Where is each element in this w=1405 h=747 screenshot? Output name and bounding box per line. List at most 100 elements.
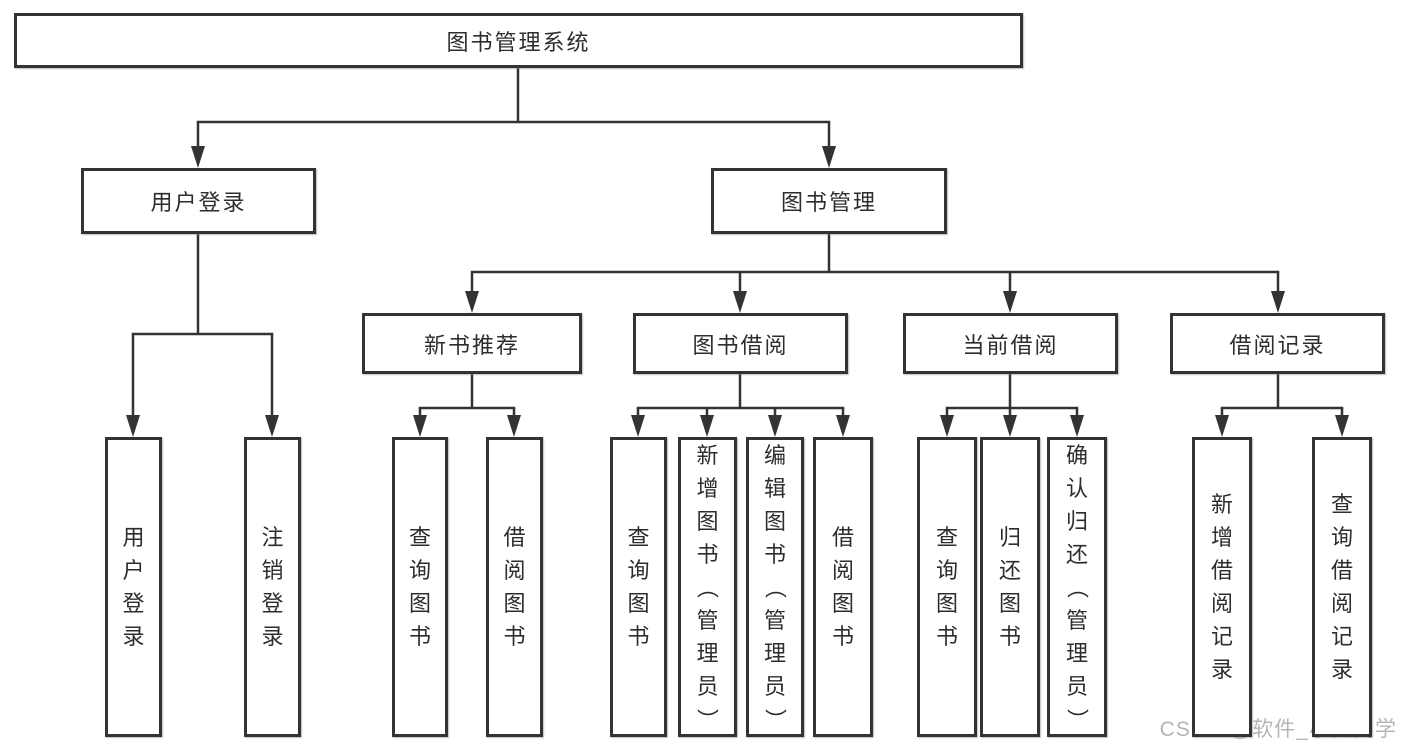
node-label-char: 查 <box>935 525 958 550</box>
node-label: 当前借阅 <box>962 332 1059 358</box>
node-label-char: 录 <box>122 624 145 649</box>
node-label-char: 图 <box>408 591 431 616</box>
node-label-char: 书 <box>627 624 650 649</box>
node-root: 图书管理系统 <box>14 13 1023 68</box>
node-label-char: 归 <box>998 525 1021 550</box>
arrowhead-icon <box>1271 291 1285 313</box>
node-label-char: 图 <box>831 591 854 616</box>
arrowhead-icon <box>940 415 954 437</box>
node-label-char: 确 <box>1065 442 1088 468</box>
arrowhead-icon <box>465 291 479 313</box>
arrowhead-icon <box>265 415 279 437</box>
node-label-char: （ <box>694 575 720 599</box>
node-label-char: （ <box>762 575 788 599</box>
node-label-char: 借 <box>831 525 854 550</box>
node-label-char: 编 <box>763 442 786 468</box>
node-new-book-recommend: 新书推荐 <box>362 313 582 374</box>
node-label-char: 书 <box>935 624 958 649</box>
node-label-char: 录 <box>261 624 284 649</box>
node-leaf-add-record: 新增借阅记录 <box>1192 437 1252 737</box>
node-label: 用户登录 <box>150 190 247 215</box>
node-leaf-edit-book: 编辑图书（管理员） <box>746 437 804 737</box>
arrowhead-icon <box>191 146 205 168</box>
node-label-char: （ <box>1064 575 1090 599</box>
arrowhead-icon <box>836 415 850 437</box>
node-label-char: 管 <box>763 607 786 633</box>
node-label-char: 用 <box>122 525 145 550</box>
node-label-char: 记 <box>1210 624 1233 649</box>
node-label-char: 登 <box>122 591 145 616</box>
node-label-char: 还 <box>998 558 1021 583</box>
node-label-char: 书 <box>998 624 1021 649</box>
arrowhead-icon <box>126 415 140 437</box>
node-label-char: 图 <box>998 591 1021 616</box>
node-label-char: 新 <box>1210 492 1233 517</box>
node-label-char: 归 <box>1065 508 1088 534</box>
node-leaf-confirm-return: 确认归还（管理员） <box>1047 437 1107 737</box>
node-label-char: 登 <box>261 591 284 616</box>
node-label-char: 增 <box>1210 525 1233 550</box>
node-leaf-logout: 注销登录 <box>244 437 301 737</box>
node-label-char: 书 <box>503 624 526 649</box>
node-leaf-query-record: 查询借阅记录 <box>1312 437 1372 737</box>
node-label-char: ） <box>762 707 788 731</box>
node-label-char: 图 <box>935 591 958 616</box>
node-label-char: ） <box>694 707 720 731</box>
node-label-char: 理 <box>1065 640 1088 666</box>
node-label: 新书推荐 <box>423 332 520 358</box>
node-book-borrow: 图书借阅 <box>633 313 848 374</box>
node-label-char: 录 <box>1210 657 1233 682</box>
node-label-char: 书 <box>831 624 854 649</box>
arrowhead-icon <box>1003 291 1017 313</box>
arrowhead-icon <box>700 415 714 437</box>
node-label-char: 员 <box>696 673 719 699</box>
arrowhead-icon <box>413 415 427 437</box>
node-leaf-user-login: 用户登录 <box>105 437 162 737</box>
node-label-char: 辑 <box>763 475 786 501</box>
node-label-char: 员 <box>763 673 786 699</box>
node-label-char: 理 <box>763 640 786 666</box>
arrowhead-icon <box>631 415 645 437</box>
node-book-management: 图书管理 <box>711 168 947 234</box>
arrowhead-icon <box>1003 415 1017 437</box>
node-label-char: 询 <box>627 558 650 583</box>
arrowhead-icon <box>507 415 521 437</box>
node-leaf-borrow-book-1: 借阅图书 <box>486 437 543 737</box>
node-current-borrow: 当前借阅 <box>903 313 1118 374</box>
node-label-char: 书 <box>763 541 786 567</box>
node-leaf-borrow-book-2: 借阅图书 <box>813 437 873 737</box>
node-label-char: 书 <box>696 541 719 567</box>
node-label: 图书管理 <box>780 190 877 215</box>
node-leaf-query-book-3: 查询图书 <box>917 437 977 737</box>
node-label-char: 销 <box>261 558 284 583</box>
node-label-char: 询 <box>935 558 958 583</box>
node-label: 图书借阅 <box>692 332 789 358</box>
node-label-char: 记 <box>1330 624 1353 649</box>
node-label-char: 查 <box>408 525 431 550</box>
node-borrow-records: 借阅记录 <box>1170 313 1385 374</box>
node-label-char: 认 <box>1065 475 1088 501</box>
arrowhead-icon <box>1335 415 1349 437</box>
node-label-char: 阅 <box>1330 591 1353 616</box>
arrowhead-icon <box>1070 415 1084 437</box>
node-label-char: 图 <box>503 591 526 616</box>
node-label-char: 管 <box>1065 607 1088 633</box>
node-label-char: 图 <box>627 591 650 616</box>
node-label-char: 还 <box>1065 541 1088 567</box>
node-label-char: 询 <box>408 558 431 583</box>
node-label-char: 户 <box>122 558 145 583</box>
node-label-char: 书 <box>408 624 431 649</box>
node-leaf-add-book: 新增图书（管理员） <box>678 437 737 737</box>
arrowhead-icon <box>733 291 747 313</box>
node-label-char: 阅 <box>1210 591 1233 616</box>
node-label: 借阅记录 <box>1229 332 1326 358</box>
node-label-char: 管 <box>696 607 719 633</box>
node-label-char: 借 <box>1330 558 1353 583</box>
node-label-char: 录 <box>1330 657 1353 682</box>
node-label-char: 注 <box>261 525 284 550</box>
node-leaf-query-book-1: 查询图书 <box>392 437 448 737</box>
node-label-char: 借 <box>1210 558 1233 583</box>
node-label-char: 增 <box>696 475 719 501</box>
arrowhead-icon <box>768 415 782 437</box>
